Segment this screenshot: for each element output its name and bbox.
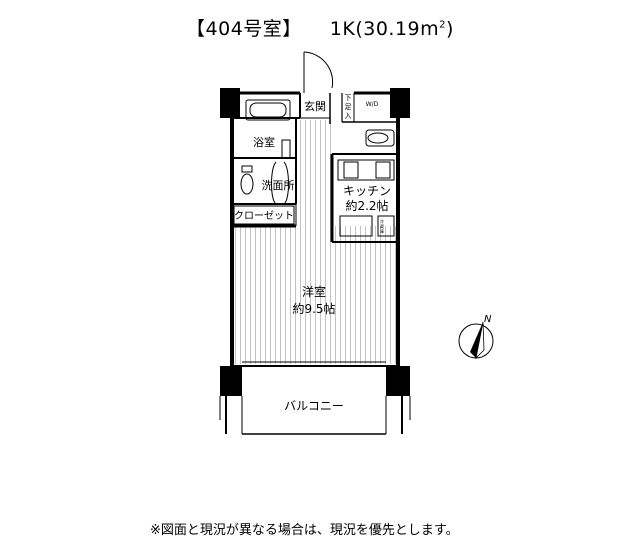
balcony-label: バルコニー bbox=[284, 399, 344, 413]
compass-north-label: N bbox=[484, 314, 492, 325]
entrance-door bbox=[303, 51, 334, 93]
laundry-sink bbox=[365, 129, 395, 147]
shoe-box-label-2: 足 bbox=[345, 103, 352, 111]
layout-area: 1K(30.19 bbox=[329, 18, 421, 40]
washroom-label: 洗面所 bbox=[262, 179, 295, 192]
western-room-size-label: 約9.5帖 bbox=[292, 301, 335, 316]
kitchen-fixtures bbox=[337, 159, 395, 237]
fridge-label-top: 冷 bbox=[380, 218, 384, 224]
compass-needle-icon bbox=[470, 322, 483, 358]
kitchen-name-label: キッチン bbox=[343, 184, 391, 198]
shoe-box-label-1: 下 bbox=[345, 94, 352, 102]
room-number: 【404号室】 bbox=[186, 18, 302, 40]
western-room-name-label: 洋室 bbox=[302, 284, 326, 299]
plan-title: 【404号室】 1K(30.19m2) bbox=[0, 14, 640, 41]
closet-label: クローゼット bbox=[234, 210, 294, 222]
toilet bbox=[240, 165, 254, 195]
area-unit-sup: 2 bbox=[439, 19, 447, 31]
sink bbox=[271, 139, 291, 205]
compass: N bbox=[458, 314, 494, 360]
fridge-label-mid: 蔵 bbox=[380, 223, 384, 229]
area-unit: m bbox=[420, 18, 440, 40]
western-room-floor bbox=[232, 226, 396, 364]
bathroom-label: 浴室 bbox=[253, 135, 275, 149]
columns bbox=[220, 88, 410, 396]
close-paren: ) bbox=[446, 18, 454, 40]
kitchen-size-label: 約2.2帖 bbox=[345, 198, 388, 213]
washer-label: W/D bbox=[366, 101, 379, 108]
hallway-floor bbox=[298, 120, 332, 226]
walls bbox=[230, 91, 400, 367]
closet bbox=[233, 205, 295, 225]
bathtub bbox=[245, 99, 291, 121]
fridge-label-bottom: 庫 bbox=[380, 228, 384, 234]
entrance-label: 玄関 bbox=[304, 99, 326, 113]
shoe-box-label-3: 入 bbox=[345, 112, 352, 120]
disclaimer-note: ※図面と現況が異なる場合は、現況を優先とします。 bbox=[150, 523, 459, 538]
